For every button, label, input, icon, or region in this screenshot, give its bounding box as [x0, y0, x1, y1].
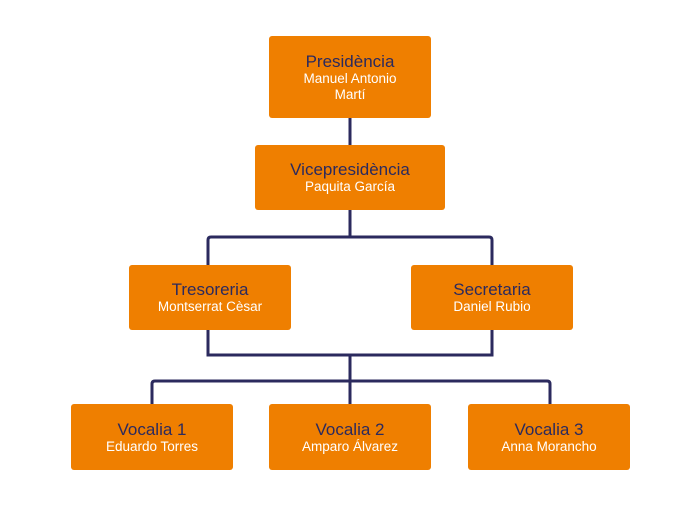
node-role: Tresoreria	[171, 280, 249, 299]
node-role: Vocalia 1	[117, 419, 187, 439]
node-secretaria: Secretaria Daniel Rubio	[411, 265, 573, 330]
node-vicepresidencia: Vicepresidència Paquita García	[255, 145, 445, 210]
connector-second-tier-frame	[206, 235, 494, 357]
node-person: Anna Morancho	[501, 438, 597, 454]
node-presidencia: Presidència Manuel Antonio Martí	[269, 36, 431, 118]
node-vocalia-2: Vocalia 2 Amparo Álvarez	[269, 404, 431, 470]
node-role: Vicepresidència	[290, 160, 410, 179]
node-person: Eduardo Torres	[105, 438, 199, 454]
node-person-line1: Manuel Antonio	[303, 70, 397, 86]
node-vocalia-1: Vocalia 1 Eduardo Torres	[71, 404, 233, 470]
node-vocalia-3: Vocalia 3 Anna Morancho	[468, 404, 630, 470]
node-role: Secretaria	[453, 280, 531, 299]
node-role: Vocalia 3	[514, 419, 584, 439]
node-tresoreria: Tresoreria Montserrat Cèsar	[129, 265, 291, 330]
node-person: Paquita García	[304, 179, 396, 194]
node-person: Montserrat Cèsar	[157, 299, 263, 314]
node-role: Vocalia 2	[315, 419, 385, 439]
node-person: Amparo Álvarez	[301, 438, 399, 454]
node-role: Presidència	[305, 51, 395, 71]
node-person: Daniel Rubio	[453, 299, 531, 314]
node-person-line2: Martí	[334, 86, 366, 102]
